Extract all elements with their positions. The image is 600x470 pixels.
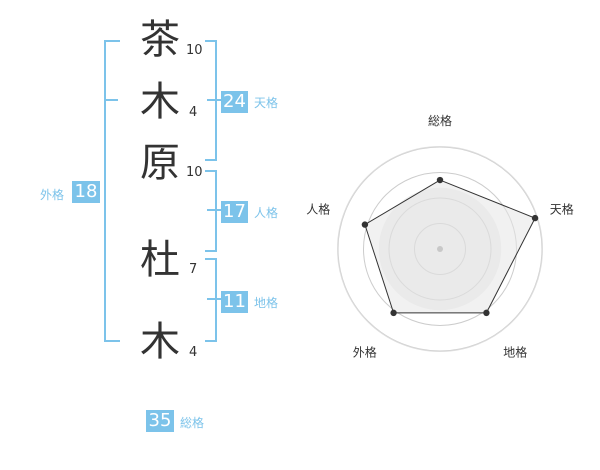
soukaku-value: 35 [146, 410, 174, 432]
gaikaku-value: 18 [72, 181, 100, 203]
jinkaku-mid-tick [207, 209, 221, 211]
radar-axis-label-4: 外格 [353, 345, 377, 360]
name-char-5: 木 [140, 319, 180, 365]
radar-point-5 [361, 221, 369, 228]
radar-point-3 [483, 309, 490, 317]
name-char-3: 原 [140, 140, 180, 186]
gaikaku-mid-tick [104, 99, 118, 101]
chikaku-label: 地格 [254, 296, 279, 310]
chikaku-bracket [205, 258, 217, 342]
radar-axis-label-1: 総格 [428, 113, 452, 128]
radar-polygon [364, 179, 536, 314]
radar-axis-label-3: 地格 [503, 345, 527, 360]
stroke-count-5: 4 [189, 345, 198, 360]
stroke-count-1: 10 [186, 43, 203, 58]
tenkaku-label: 天格 [254, 96, 279, 110]
tenkaku-value: 24 [221, 91, 248, 113]
chikaku-value: 11 [221, 291, 248, 313]
name-char-1: 茶 [140, 17, 180, 63]
gaikaku-bracket [104, 40, 120, 342]
jinkaku-label: 人格 [254, 206, 279, 220]
name-char-4: 杜 [140, 237, 180, 283]
radar-axis-label-5: 人格 [306, 201, 330, 216]
stroke-count-2: 4 [189, 105, 198, 120]
radar-center [437, 246, 443, 252]
tenkaku-mid-tick [207, 99, 221, 101]
radar-point-2 [531, 214, 539, 222]
jinkaku-bracket [205, 170, 217, 252]
stroke-count-4: 7 [189, 262, 198, 277]
radar-axis-label-2: 天格 [550, 201, 574, 216]
radar-point-4 [390, 309, 397, 317]
name-char-2: 木 [140, 79, 180, 125]
jinkaku-value: 17 [221, 201, 248, 223]
radar-outer-ring [337, 146, 543, 352]
gaikaku-label: 外格 [40, 188, 65, 202]
stroke-count-3: 10 [186, 165, 203, 180]
radar-point-1 [436, 176, 444, 184]
chikaku-mid-tick [207, 298, 221, 300]
soukaku-label: 総格 [180, 416, 205, 430]
